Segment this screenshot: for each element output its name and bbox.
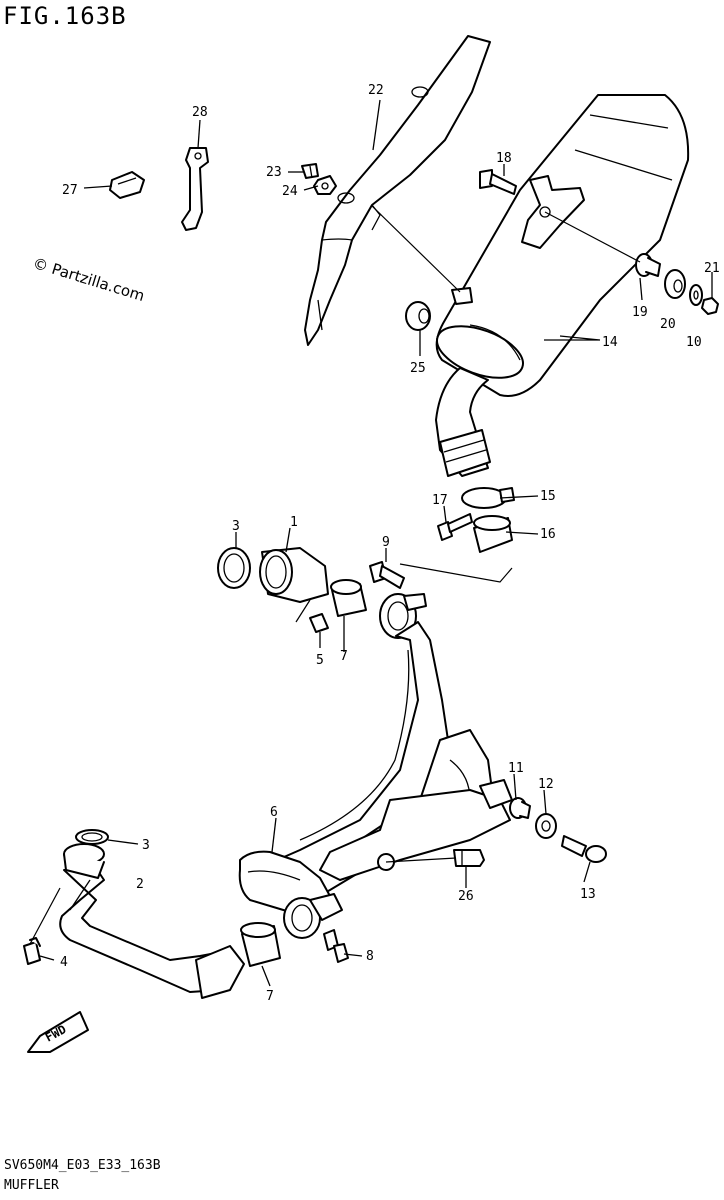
cushion[interactable] — [664, 269, 686, 299]
clamp-bolt[interactable] — [437, 513, 473, 541]
callout-16[interactable]: 16 — [540, 527, 556, 542]
grommet[interactable] — [405, 301, 431, 331]
callout-23[interactable]: 23 — [266, 165, 282, 180]
bolt[interactable] — [309, 613, 329, 633]
callout-25[interactable]: 25 — [410, 361, 426, 376]
heat-shield-bracket[interactable] — [304, 35, 491, 346]
pipe-clamp[interactable] — [461, 487, 515, 509]
callout-8[interactable]: 8 — [366, 949, 374, 964]
callout-27[interactable]: 27 — [62, 183, 78, 198]
callout-28[interactable]: 28 — [192, 105, 208, 120]
callout-5[interactable]: 5 — [316, 653, 324, 668]
callout-18[interactable]: 18 — [496, 151, 512, 166]
washer[interactable] — [689, 284, 703, 306]
callout-19[interactable]: 19 — [632, 305, 648, 320]
callout-15[interactable]: 15 — [540, 489, 556, 504]
callout-4[interactable]: 4 — [60, 955, 68, 970]
callout-2[interactable]: 2 — [136, 877, 144, 892]
callout-3[interactable]: 3 — [232, 519, 240, 534]
callout-labels: 1 2 3 3 4 5 6 7 7 8 9 10 11 12 13 14 15 … — [60, 83, 720, 1004]
screw[interactable] — [301, 163, 319, 179]
fwd-arrow-icon: FWD — [27, 1011, 89, 1053]
leader-lines — [29, 99, 713, 987]
callout-7[interactable]: 7 — [340, 649, 348, 664]
figure-title: FIG.163B — [3, 2, 127, 30]
callout-1[interactable]: 1 — [290, 515, 298, 530]
callout-24[interactable]: 24 — [282, 184, 298, 199]
callout-9[interactable]: 9 — [382, 535, 390, 550]
muffler-inlet-pipe — [435, 367, 491, 477]
muffler-body[interactable] — [430, 94, 690, 397]
callout-21[interactable]: 21 — [704, 261, 720, 276]
bolt[interactable] — [369, 561, 405, 589]
callout-20[interactable]: 20 — [660, 317, 676, 332]
cushion[interactable] — [535, 813, 557, 839]
callout-17[interactable]: 17 — [432, 493, 448, 508]
callout-6[interactable]: 6 — [270, 805, 278, 820]
gasket[interactable] — [75, 829, 109, 845]
callout-22[interactable]: 22 — [368, 83, 384, 98]
nut[interactable] — [313, 175, 337, 195]
callout-13[interactable]: 13 — [580, 887, 596, 902]
callout-3[interactable]: 3 — [142, 838, 150, 853]
callout-14[interactable]: 14 — [602, 335, 618, 350]
exhaust-pipe-front[interactable] — [59, 843, 245, 999]
callout-26[interactable]: 26 — [458, 889, 474, 904]
pipe-connector-clamp — [379, 593, 427, 639]
bolt[interactable] — [23, 937, 41, 965]
bolt[interactable] — [323, 929, 349, 963]
stud[interactable] — [453, 849, 485, 867]
callout-10[interactable]: 10 — [686, 335, 702, 350]
clamp-clip[interactable] — [109, 171, 145, 199]
callout-11[interactable]: 11 — [508, 761, 524, 776]
gasket-sleeve[interactable] — [473, 515, 513, 553]
mounting-bolt[interactable] — [479, 169, 517, 195]
collar[interactable] — [635, 253, 661, 277]
exhaust-pipe-joint[interactable] — [259, 547, 329, 603]
mounting-bolt[interactable] — [561, 835, 607, 863]
connector-gasket[interactable] — [240, 922, 281, 967]
clip — [451, 287, 473, 305]
diagram-caption: MUFFLER — [4, 1178, 59, 1193]
nut[interactable] — [701, 297, 719, 315]
exhaust-pipe-rear[interactable] — [238, 621, 513, 939]
collar[interactable] — [509, 797, 531, 819]
callout-12[interactable]: 12 — [538, 777, 554, 792]
diagram-code: SV650M4_E03_E33_163B — [4, 1158, 161, 1173]
connector-gasket[interactable] — [330, 579, 367, 617]
gasket[interactable] — [217, 547, 251, 589]
callout-7[interactable]: 7 — [266, 989, 274, 1004]
strap[interactable] — [181, 147, 209, 231]
muffler-mount-bracket — [521, 175, 585, 249]
